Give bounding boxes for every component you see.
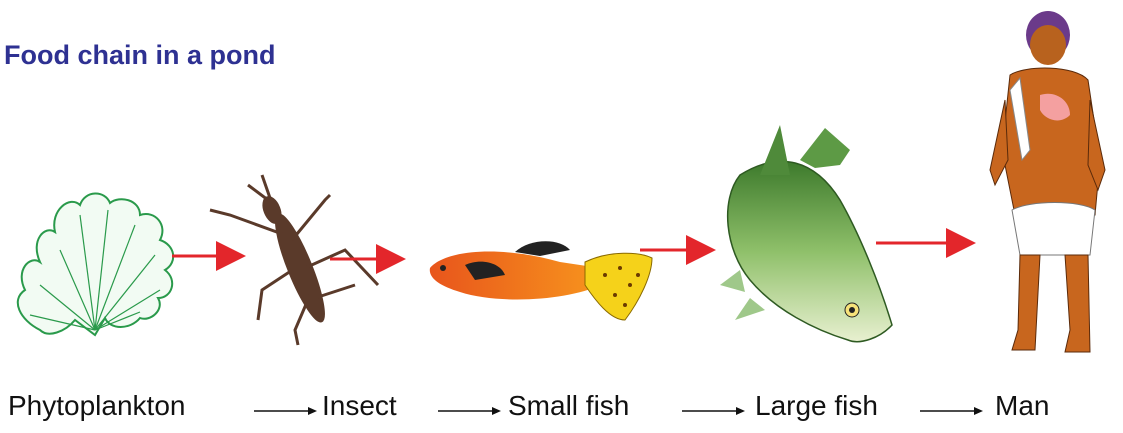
phytoplankton-icon [18,193,173,335]
small-fish-icon [430,241,652,320]
label-large-fish: Large fish [755,390,878,422]
label-small-fish: Small fish [508,390,629,422]
label-insect: Insect [322,390,397,422]
label-man: Man [995,390,1049,422]
chain-arrow-2 [438,406,502,416]
food-chain-sequence: Phytoplankton Insect Small fish Large fi… [0,370,1123,420]
label-phytoplankton: Phytoplankton [8,390,185,422]
chain-arrow-3 [682,406,746,416]
food-chain-illustration [0,0,1123,360]
man-icon [990,11,1105,352]
large-fish-icon [720,125,892,342]
chain-arrow-1 [254,406,318,416]
chain-arrow-4 [920,406,984,416]
